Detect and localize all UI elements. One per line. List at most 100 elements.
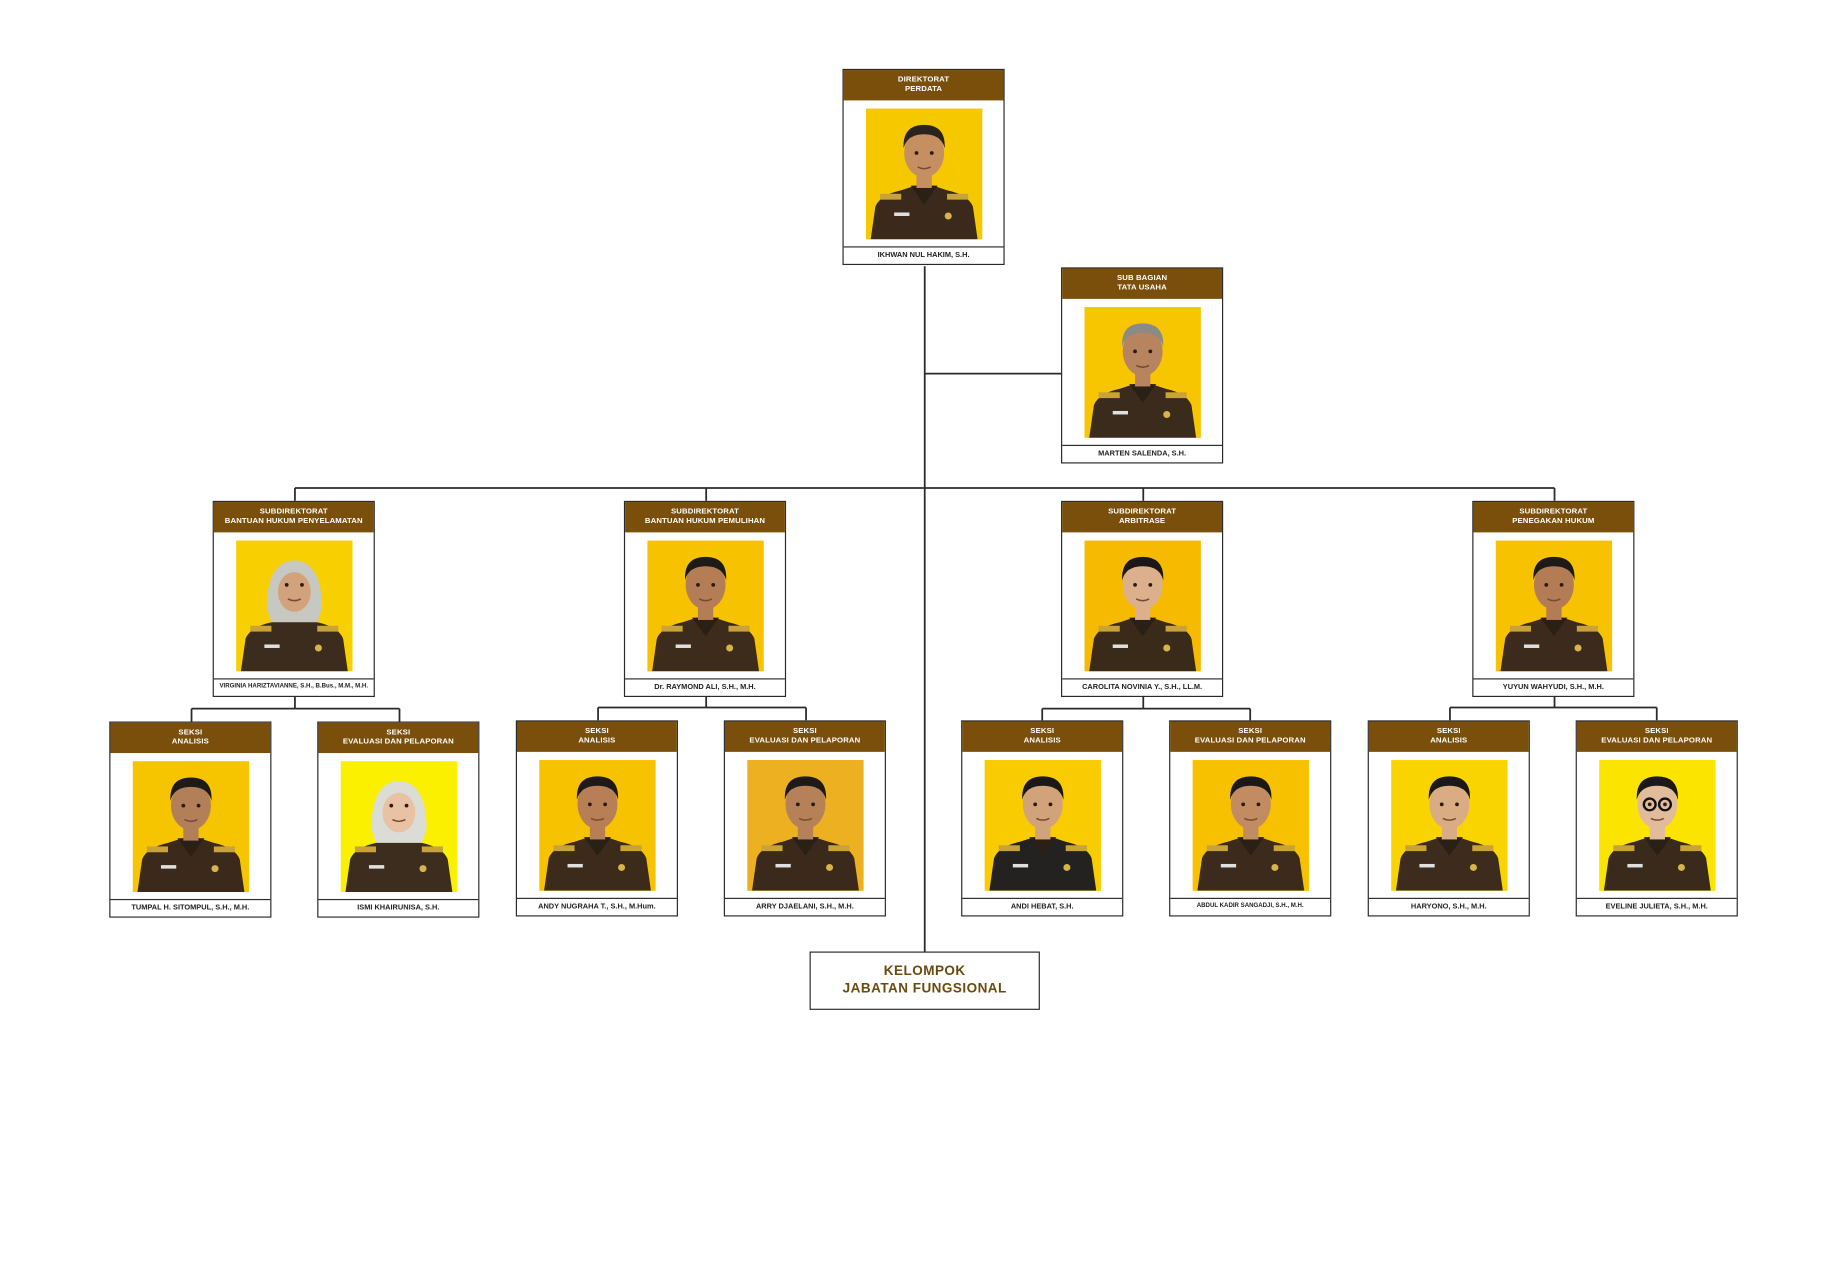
portrait-figure bbox=[1395, 776, 1503, 891]
hair-shape bbox=[1022, 776, 1064, 800]
official-name: HARYONO, S.H., M.H. bbox=[1368, 897, 1529, 916]
official-name: CAROLITA NOVINIA Y., S.H., LL.M. bbox=[1062, 678, 1222, 696]
mouth-shape bbox=[1547, 598, 1561, 602]
glasses-right bbox=[1657, 797, 1673, 812]
epaulette-left bbox=[1098, 392, 1120, 399]
official-name: VIRGINIA HARIZTAVIANNE, S.H., B.Bus., M.… bbox=[213, 678, 374, 696]
connector-lines bbox=[190, 266, 1658, 952]
collar-shape bbox=[1540, 617, 1568, 637]
epaulette-left bbox=[661, 625, 683, 632]
collar-shape bbox=[791, 837, 819, 856]
epaulette-right bbox=[1065, 845, 1087, 852]
portrait-figure bbox=[1500, 556, 1608, 672]
portrait-figure bbox=[1603, 776, 1711, 891]
eye-left bbox=[914, 151, 919, 155]
badge-emblem bbox=[618, 863, 626, 871]
official-name: ARRY DJAELANI, S.H., M.H. bbox=[724, 897, 885, 916]
epaulette-right bbox=[213, 846, 235, 853]
face-shape bbox=[1429, 779, 1470, 829]
portrait-figure bbox=[870, 124, 978, 240]
mouth-shape bbox=[1650, 817, 1665, 821]
epaulette-right bbox=[1472, 845, 1494, 852]
mouth-shape bbox=[590, 817, 605, 821]
collar-shape bbox=[280, 617, 308, 637]
epaulette-right bbox=[317, 625, 339, 632]
epaulette-left bbox=[1206, 845, 1228, 852]
mouth-shape bbox=[798, 817, 813, 821]
official-name: ANDI HEBAT, S.H. bbox=[962, 897, 1123, 916]
portrait-photo bbox=[1391, 760, 1508, 891]
epaulette-left bbox=[998, 845, 1020, 852]
eye-right bbox=[1048, 802, 1053, 807]
badge-emblem bbox=[1574, 644, 1582, 652]
mouth-shape bbox=[1135, 598, 1150, 602]
name-tag bbox=[1627, 863, 1643, 868]
collar-shape bbox=[910, 185, 938, 205]
hair-shape bbox=[1122, 323, 1164, 347]
face-shape bbox=[1022, 779, 1063, 829]
eye-right bbox=[1256, 802, 1261, 807]
epaulette-right bbox=[421, 846, 443, 853]
eye-right bbox=[1148, 583, 1153, 587]
portrait-figure bbox=[137, 777, 245, 892]
epaulette-right bbox=[1273, 845, 1295, 852]
hair-shape bbox=[784, 776, 827, 800]
mouth-shape bbox=[392, 818, 406, 823]
name-tag bbox=[1523, 644, 1540, 648]
mouth-shape bbox=[698, 598, 713, 602]
official-name: IKHWAN NUL HAKIM, S.H. bbox=[843, 246, 1004, 264]
face-shape bbox=[904, 128, 945, 178]
epaulette-left bbox=[250, 625, 272, 632]
face-shape bbox=[1533, 560, 1574, 610]
mouth-shape bbox=[287, 598, 302, 602]
name-tag bbox=[1220, 863, 1237, 868]
eye-right bbox=[711, 583, 716, 587]
name-tag bbox=[1112, 644, 1128, 648]
collar-shape bbox=[1029, 837, 1057, 856]
mouth-shape bbox=[1442, 817, 1457, 821]
badge-emblem bbox=[726, 644, 734, 652]
face-shape bbox=[382, 792, 416, 833]
name-tag bbox=[160, 865, 177, 869]
epaulette-right bbox=[1165, 625, 1187, 632]
portrait-photo bbox=[1192, 760, 1309, 891]
functional-group-box: KELOMPOK JABATAN FUNGSIONAL bbox=[809, 951, 1040, 1010]
portrait-figure bbox=[652, 556, 760, 672]
badge-emblem bbox=[1063, 863, 1071, 871]
mouth-shape bbox=[1035, 817, 1050, 821]
hair-shape bbox=[1636, 776, 1678, 800]
eye-right bbox=[603, 802, 608, 807]
face-shape bbox=[1637, 779, 1678, 829]
portrait-photo bbox=[747, 760, 864, 891]
portrait-photo bbox=[865, 108, 983, 240]
hair-shape bbox=[903, 124, 945, 149]
collar-shape bbox=[1129, 384, 1157, 403]
collar-shape bbox=[1237, 837, 1265, 856]
eye-left bbox=[795, 802, 800, 807]
portrait-figure bbox=[1089, 323, 1197, 438]
epaulette-left bbox=[1405, 845, 1427, 852]
epaulette-left bbox=[1613, 845, 1635, 852]
portrait-figure bbox=[1197, 776, 1305, 891]
official-name: MARTEN SALENDA, S.H. bbox=[1062, 444, 1222, 463]
badge-emblem bbox=[1677, 863, 1685, 871]
eye-right bbox=[196, 803, 201, 808]
eye-left bbox=[1133, 583, 1137, 587]
portrait-photo bbox=[1084, 540, 1201, 672]
hair-shape bbox=[1230, 776, 1272, 800]
epaulette-left bbox=[553, 845, 575, 852]
portrait-photo bbox=[647, 540, 764, 672]
